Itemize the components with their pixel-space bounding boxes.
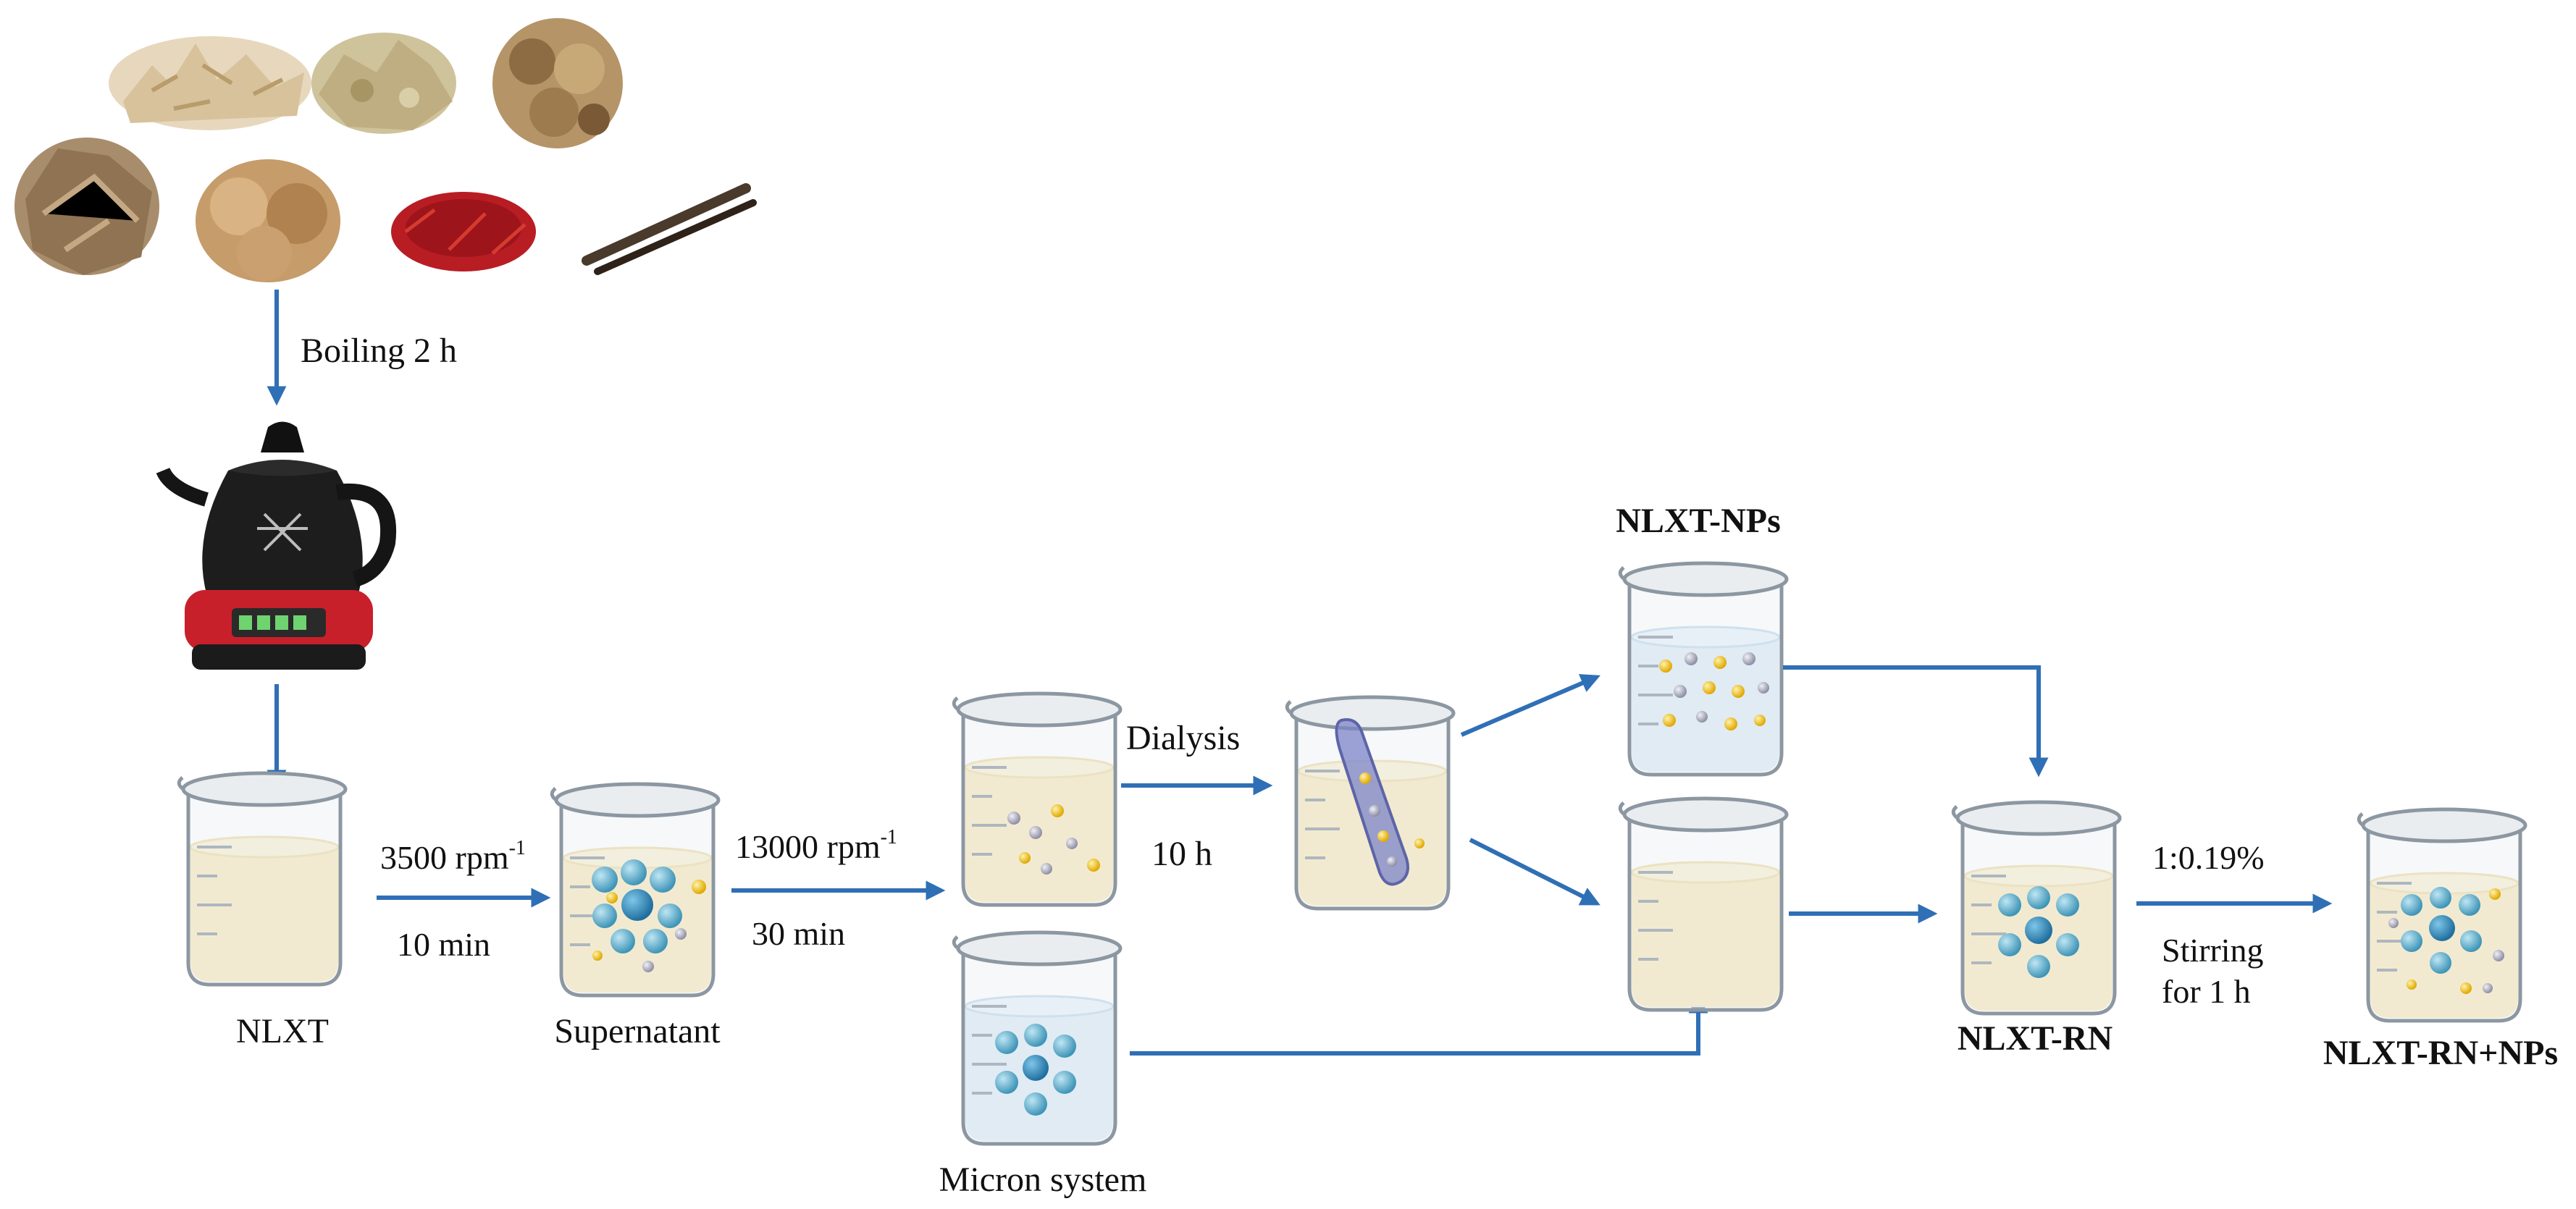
centrifuge1-speed: 3500 rpm [380, 839, 509, 876]
dialysis-time-label: 10 h [1151, 835, 1212, 873]
beaker-icon [1620, 563, 1787, 775]
dialysis-bag-icon [1335, 718, 1425, 886]
centrifuge2-speed: 13000 rpm [735, 828, 881, 865]
beaker-icon [1620, 799, 1787, 1010]
centrifuge2-time-label: 30 min [752, 915, 845, 952]
micron-system-label: Micron system [939, 1160, 1147, 1199]
boiling-label: Boiling 2 h [301, 332, 457, 370]
beaker-icon [954, 932, 1120, 1144]
arrow-micron-to-filtrate2 [1130, 993, 1708, 1056]
nlxt-rn-nps-label: NLXT-RN+NPs [2323, 1034, 2558, 1072]
beaker-icon [2359, 809, 2525, 1021]
centrifuge1-exp: -1 [509, 837, 526, 859]
supernatant-label: Supernatant [554, 1012, 721, 1050]
nlxt-rn-label: NLXT-RN [1958, 1019, 2113, 1058]
particle-cluster [592, 859, 706, 972]
herb-pile-icon [492, 18, 623, 148]
centrifuge2-exp: -1 [881, 826, 897, 848]
nlxt-label: NLXT [236, 1012, 329, 1050]
nlxt-nps-label: NLXT-NPs [1616, 502, 1781, 540]
beaker-icon [552, 784, 718, 995]
cinnamon-stick-icon [582, 183, 757, 275]
arrow-dialysis-to-nps [1460, 674, 1600, 737]
beaker-icon [1953, 802, 2120, 1014]
centrifuge1-speed-label: 3500 rpm-1 [380, 837, 526, 876]
herb-pile-icon [109, 36, 311, 130]
stirring-label-line2: for 1 h [2162, 973, 2251, 1010]
arrow-nps-to-rn [1783, 665, 2049, 778]
decoction-pot-icon [156, 421, 397, 670]
herb-pile-icon [14, 138, 159, 275]
beaker-icon [954, 694, 1120, 905]
herb-pile-icon [311, 33, 456, 134]
beaker-icon [179, 773, 345, 985]
herb-pile-icon [196, 159, 340, 282]
dialysis-label: Dialysis [1126, 719, 1240, 757]
arrow-dialysis-to-filtrate2 [1469, 838, 1600, 906]
stirring-label-line1: Stirring [2162, 932, 2264, 969]
saffron-icon [391, 192, 536, 271]
centrifuge2-speed-label: 13000 rpm-1 [735, 826, 897, 865]
centrifuge1-time-label: 10 min [397, 926, 490, 963]
ratio-label: 1:0.19% [2152, 839, 2265, 876]
